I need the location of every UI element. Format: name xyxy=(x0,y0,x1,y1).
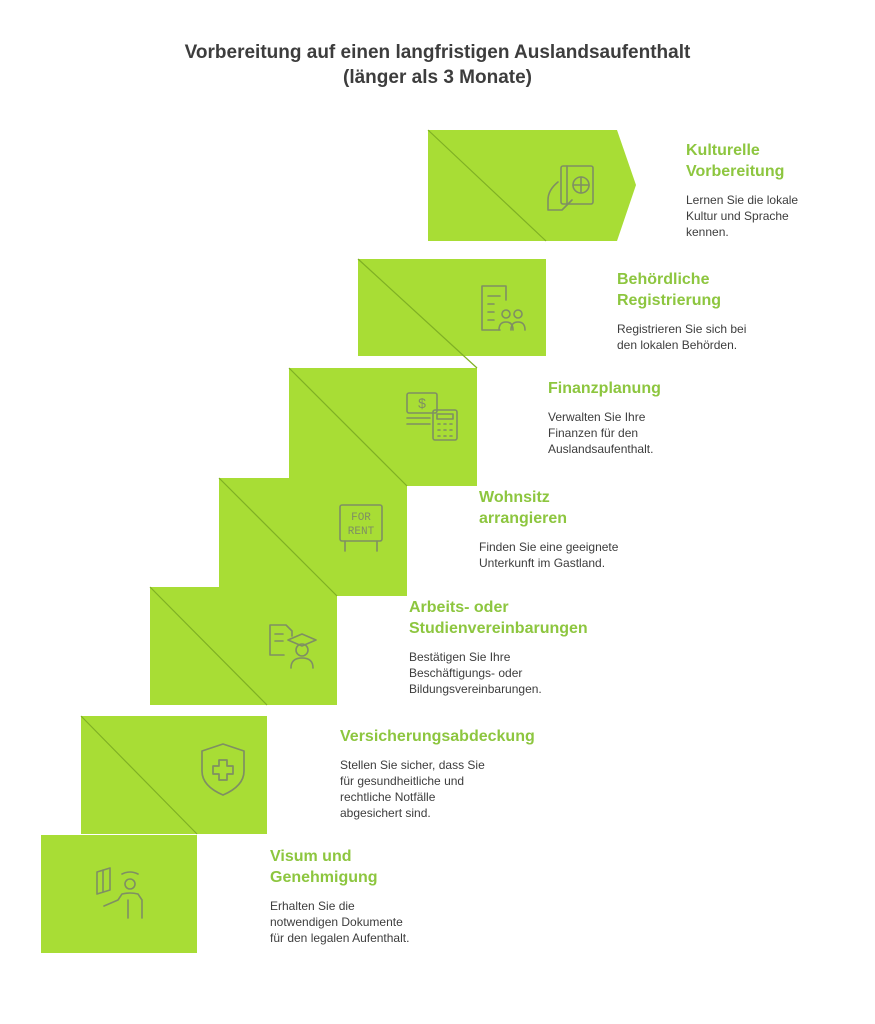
heading-line: arrangieren xyxy=(479,510,568,527)
step-description: Erhalten Sie die notwendigen Dokumente f… xyxy=(270,898,520,946)
step-description: Stellen Sie sicher, dass Sie für gesundh… xyxy=(340,757,590,821)
money-calculator-icon: $ xyxy=(406,392,458,441)
label-wohnsitz-arrangieren: Wohnsitz arrangieren Finden Sie eine gee… xyxy=(479,487,729,571)
step-heading: Wohnsitz arrangieren xyxy=(479,487,729,529)
desc-line: Auslandsaufenthalt. xyxy=(548,442,654,456)
step-finanz-fold xyxy=(288,367,408,487)
heading-line: Behördliche xyxy=(617,271,710,288)
passport-officer-icon xyxy=(96,867,143,919)
svg-text:$: $ xyxy=(418,395,426,411)
heading-line: Arbeits- oder xyxy=(409,599,509,616)
step-description: Verwalten Sie Ihre Finanzen für den Ausl… xyxy=(548,409,798,457)
label-visum-genehmigung: Visum und Genehmigung Erhalten Sie die n… xyxy=(270,846,520,946)
step-kultur-fold xyxy=(427,129,547,242)
label-versicherungsabdeckung: Versicherungsabdeckung Stellen Sie siche… xyxy=(340,726,590,821)
step-wohnsitz xyxy=(218,477,407,597)
shield-cross-icon xyxy=(201,743,245,796)
step-finanz-block xyxy=(289,368,477,486)
desc-line: Unterkunft im Gastland. xyxy=(479,556,606,570)
step-versicherung-fold xyxy=(80,715,198,835)
heading-line: Visum und xyxy=(270,848,352,865)
desc-line: Bestätigen Sie Ihre xyxy=(409,650,511,664)
step-heading: Kulturelle Vorbereitung xyxy=(686,140,875,182)
heading-line: Finanzplanung xyxy=(548,380,661,397)
desc-line: Beschäftigungs- oder xyxy=(409,666,523,680)
sign-text-for: FOR xyxy=(351,512,371,524)
step-heading: Versicherungsabdeckung xyxy=(340,726,590,747)
step-versicherung xyxy=(80,715,267,835)
label-finanzplanung: Finanzplanung Verwalten Sie Ihre Finanze… xyxy=(548,378,798,457)
step-description: Bestätigen Sie Ihre Beschäftigungs- oder… xyxy=(409,649,659,697)
step-kultur xyxy=(427,129,636,242)
step-behoerde-block xyxy=(358,259,546,356)
registration-document-icon xyxy=(481,285,526,331)
desc-line: rechtliche Notfälle xyxy=(340,790,436,804)
desc-line: Kultur und Sprache xyxy=(686,209,789,223)
step-visum xyxy=(41,835,197,953)
step-description: Registrieren Sie sich bei den lokalen Be… xyxy=(617,321,867,353)
desc-line: für den legalen Aufenthalt. xyxy=(270,931,410,945)
desc-line: Registrieren Sie sich bei xyxy=(617,322,747,336)
heading-line: Vorbereitung xyxy=(686,163,785,180)
label-kulturelle-vorbereitung: Kulturelle Vorbereitung Lernen Sie die l… xyxy=(686,140,875,240)
step-versicherung-block xyxy=(81,716,267,834)
heading-line: Registrierung xyxy=(617,292,722,309)
heading-line: Studienvereinbarungen xyxy=(409,620,588,637)
step-arbeit-block xyxy=(150,587,337,705)
step-description: Lernen Sie die lokale Kultur und Sprache… xyxy=(686,192,875,240)
desc-line: Lernen Sie die lokale xyxy=(686,193,799,207)
desc-line: Bildungsvereinbarungen. xyxy=(409,682,542,696)
step-visum-block xyxy=(41,835,197,953)
heading-line: Versicherungsabdeckung xyxy=(340,728,535,745)
step-kultur-arrow xyxy=(428,130,636,241)
desc-line: den lokalen Behörden. xyxy=(617,338,738,352)
heading-line: Genehmigung xyxy=(270,869,378,886)
step-wohnsitz-block xyxy=(219,478,407,596)
desc-line: notwendigen Dokumente xyxy=(270,915,403,929)
step-behoerde xyxy=(357,258,546,369)
desc-line: für gesundheitliche und xyxy=(340,774,465,788)
desc-line: Stellen Sie sicher, dass Sie xyxy=(340,758,485,772)
step-description: Finden Sie eine geeignete Unterkunft im … xyxy=(479,539,729,571)
step-arbeit xyxy=(149,586,337,706)
desc-line: kennen. xyxy=(686,225,729,239)
culture-book-icon xyxy=(547,165,594,211)
step-arbeit-fold xyxy=(149,586,268,706)
page-title: Vorbereitung auf einen langfristigen Aus… xyxy=(0,40,875,90)
desc-line: Erhalten Sie die xyxy=(270,899,355,913)
step-heading: Finanzplanung xyxy=(548,378,798,399)
label-behoerdliche-registrierung: Behördliche Registrierung Registrieren S… xyxy=(617,269,867,353)
desc-line: Verwalten Sie Ihre xyxy=(548,410,646,424)
step-behoerde-fold xyxy=(357,258,478,369)
sign-text-rent: RENT xyxy=(348,526,375,538)
title-line-2: (länger als 3 Monate) xyxy=(343,67,532,88)
desc-line: Finanzen für den xyxy=(548,426,639,440)
desc-line: abgesichert sind. xyxy=(340,806,431,820)
step-heading: Visum und Genehmigung xyxy=(270,846,520,888)
heading-line: Kulturelle xyxy=(686,142,760,159)
for-rent-sign-icon: FOR RENT xyxy=(339,504,383,552)
label-arbeits-studienvereinbarungen: Arbeits- oder Studienvereinbarungen Best… xyxy=(409,597,659,697)
graduate-document-icon xyxy=(269,624,317,669)
desc-line: Finden Sie eine geeignete xyxy=(479,540,619,554)
step-wohnsitz-fold xyxy=(218,477,338,597)
step-finanz xyxy=(288,367,477,487)
step-heading: Arbeits- oder Studienvereinbarungen xyxy=(409,597,659,639)
heading-line: Wohnsitz xyxy=(479,489,550,506)
step-heading: Behördliche Registrierung xyxy=(617,269,867,311)
title-line-1: Vorbereitung auf einen langfristigen Aus… xyxy=(184,42,691,63)
